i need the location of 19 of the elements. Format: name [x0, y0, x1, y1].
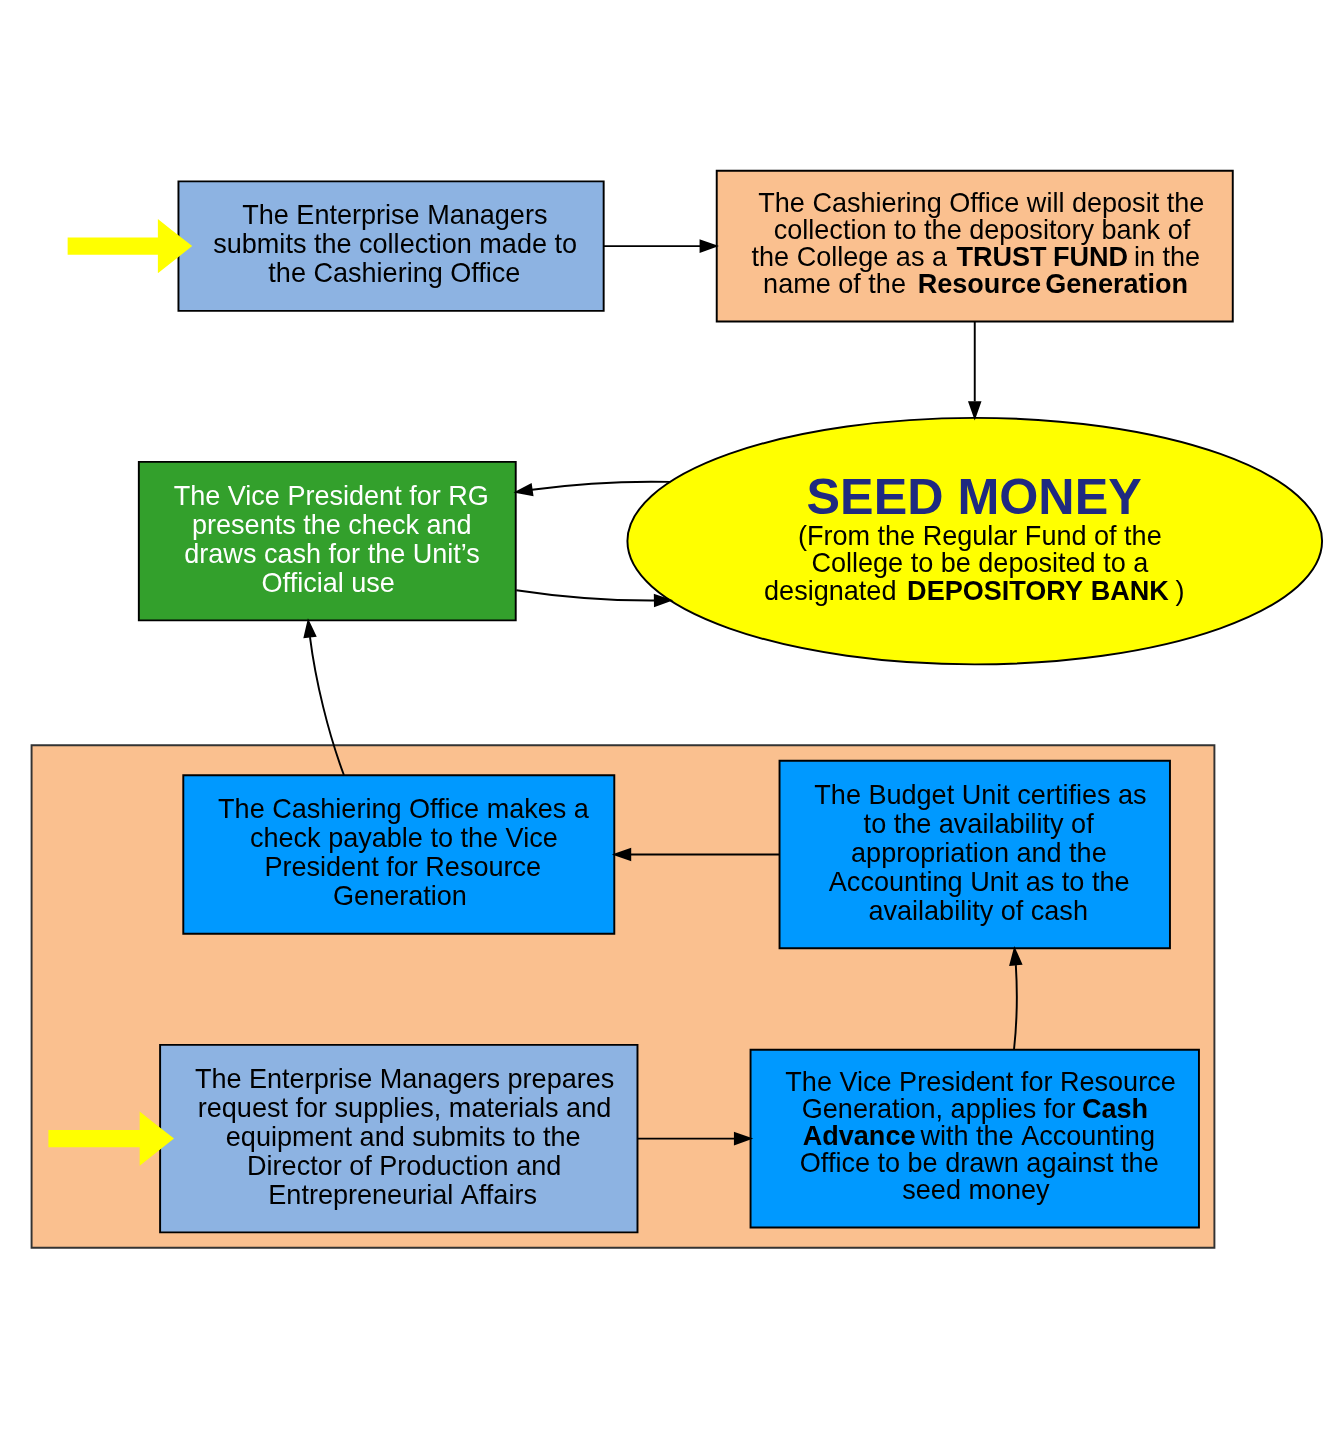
node-box: The Enterprise Managers submits the collection made to the Cashiering Office — [177, 179, 605, 312]
arrow — [967, 320, 982, 421]
arrow — [515, 588, 674, 607]
node-box: The Vice President for Resource Generation, applies for Cash Advance with the Accounting Office to be drawn against the seed money — [749, 1048, 1200, 1228]
node-ellipse: SEED MONEY (From the Regular Fund of the College to be deposited to a designated DEPOSITORY BANK) — [626, 416, 1324, 665]
arrow — [602, 238, 719, 253]
arrow — [1009, 945, 1023, 1050]
node-box: The Enterprise Managers prepares request for supplies, materials and equipment and submits to the Director of Production and Entrepreneurial Affairs — [159, 1043, 639, 1233]
node-box: The Vice President for RG presents the check and draws cash for the Unit’s Official use — [137, 460, 517, 621]
arrow — [303, 617, 345, 776]
node-box: The Cashiering Office will deposit the collection to the depository bank of the College as a TRUST FUND in the name of the Resource Generation — [715, 169, 1234, 322]
node-box: The Budget Unit certifies as to the availability of appropriation and the Accounting Unit as to the availability of cash — [778, 759, 1171, 949]
arrow — [513, 480, 672, 496]
arrow — [48, 1111, 175, 1166]
arrow — [67, 218, 193, 273]
node-box: The Cashiering Office makes a check payable to the Vice President for Resource Generation — [182, 773, 616, 935]
arrow — [636, 1131, 754, 1145]
arrow — [611, 847, 781, 861]
cluster — [30, 743, 1216, 1249]
